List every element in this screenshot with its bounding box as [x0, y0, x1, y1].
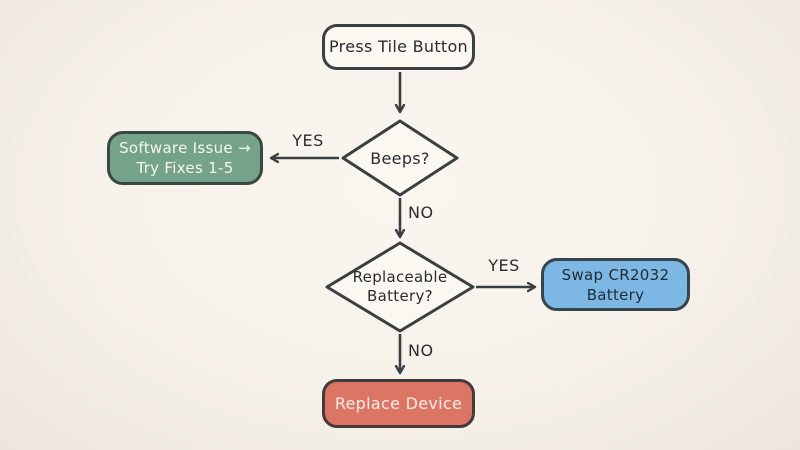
node-software-issue: Software Issue → Try Fixes 1-5	[107, 131, 263, 185]
node-press-tile-button: Press Tile Button	[322, 24, 475, 70]
edge-label-beeps-no: NO	[408, 203, 434, 222]
node-beeps-label: Beeps?	[370, 148, 430, 168]
node-swap-battery: Swap CR2032 Battery	[541, 258, 690, 311]
node-battery-label: Replaceable Battery?	[352, 268, 448, 305]
edge-label-battery-no: NO	[408, 341, 434, 360]
node-battery-shape	[325, 241, 475, 333]
node-replace-device: Replace Device	[322, 379, 475, 428]
edge-label-beeps-yes: YES	[292, 131, 324, 150]
edge-label-battery-yes: YES	[488, 256, 520, 275]
node-beeps-shape	[341, 119, 459, 197]
